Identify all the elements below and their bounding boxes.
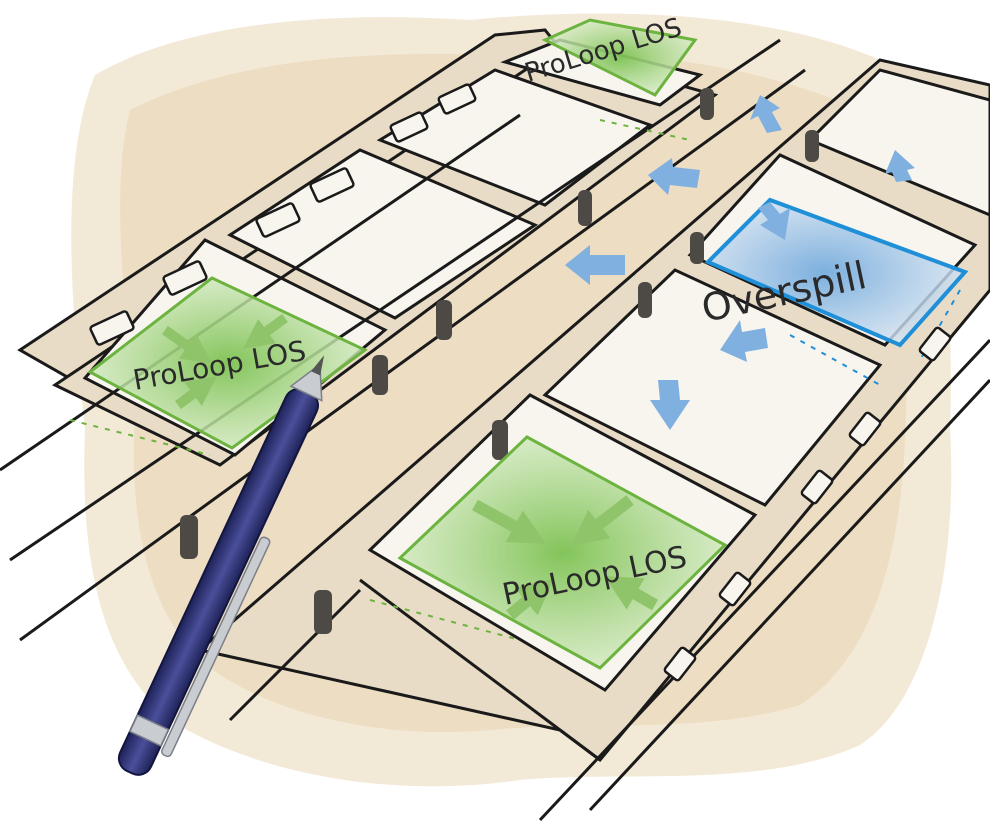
floor-plan-diagram: ProLoop LOS ProLoop LOS ProLoop LOS Over… <box>0 0 990 839</box>
floor-plan-svg: ProLoop LOS ProLoop LOS ProLoop LOS Over… <box>0 0 990 839</box>
